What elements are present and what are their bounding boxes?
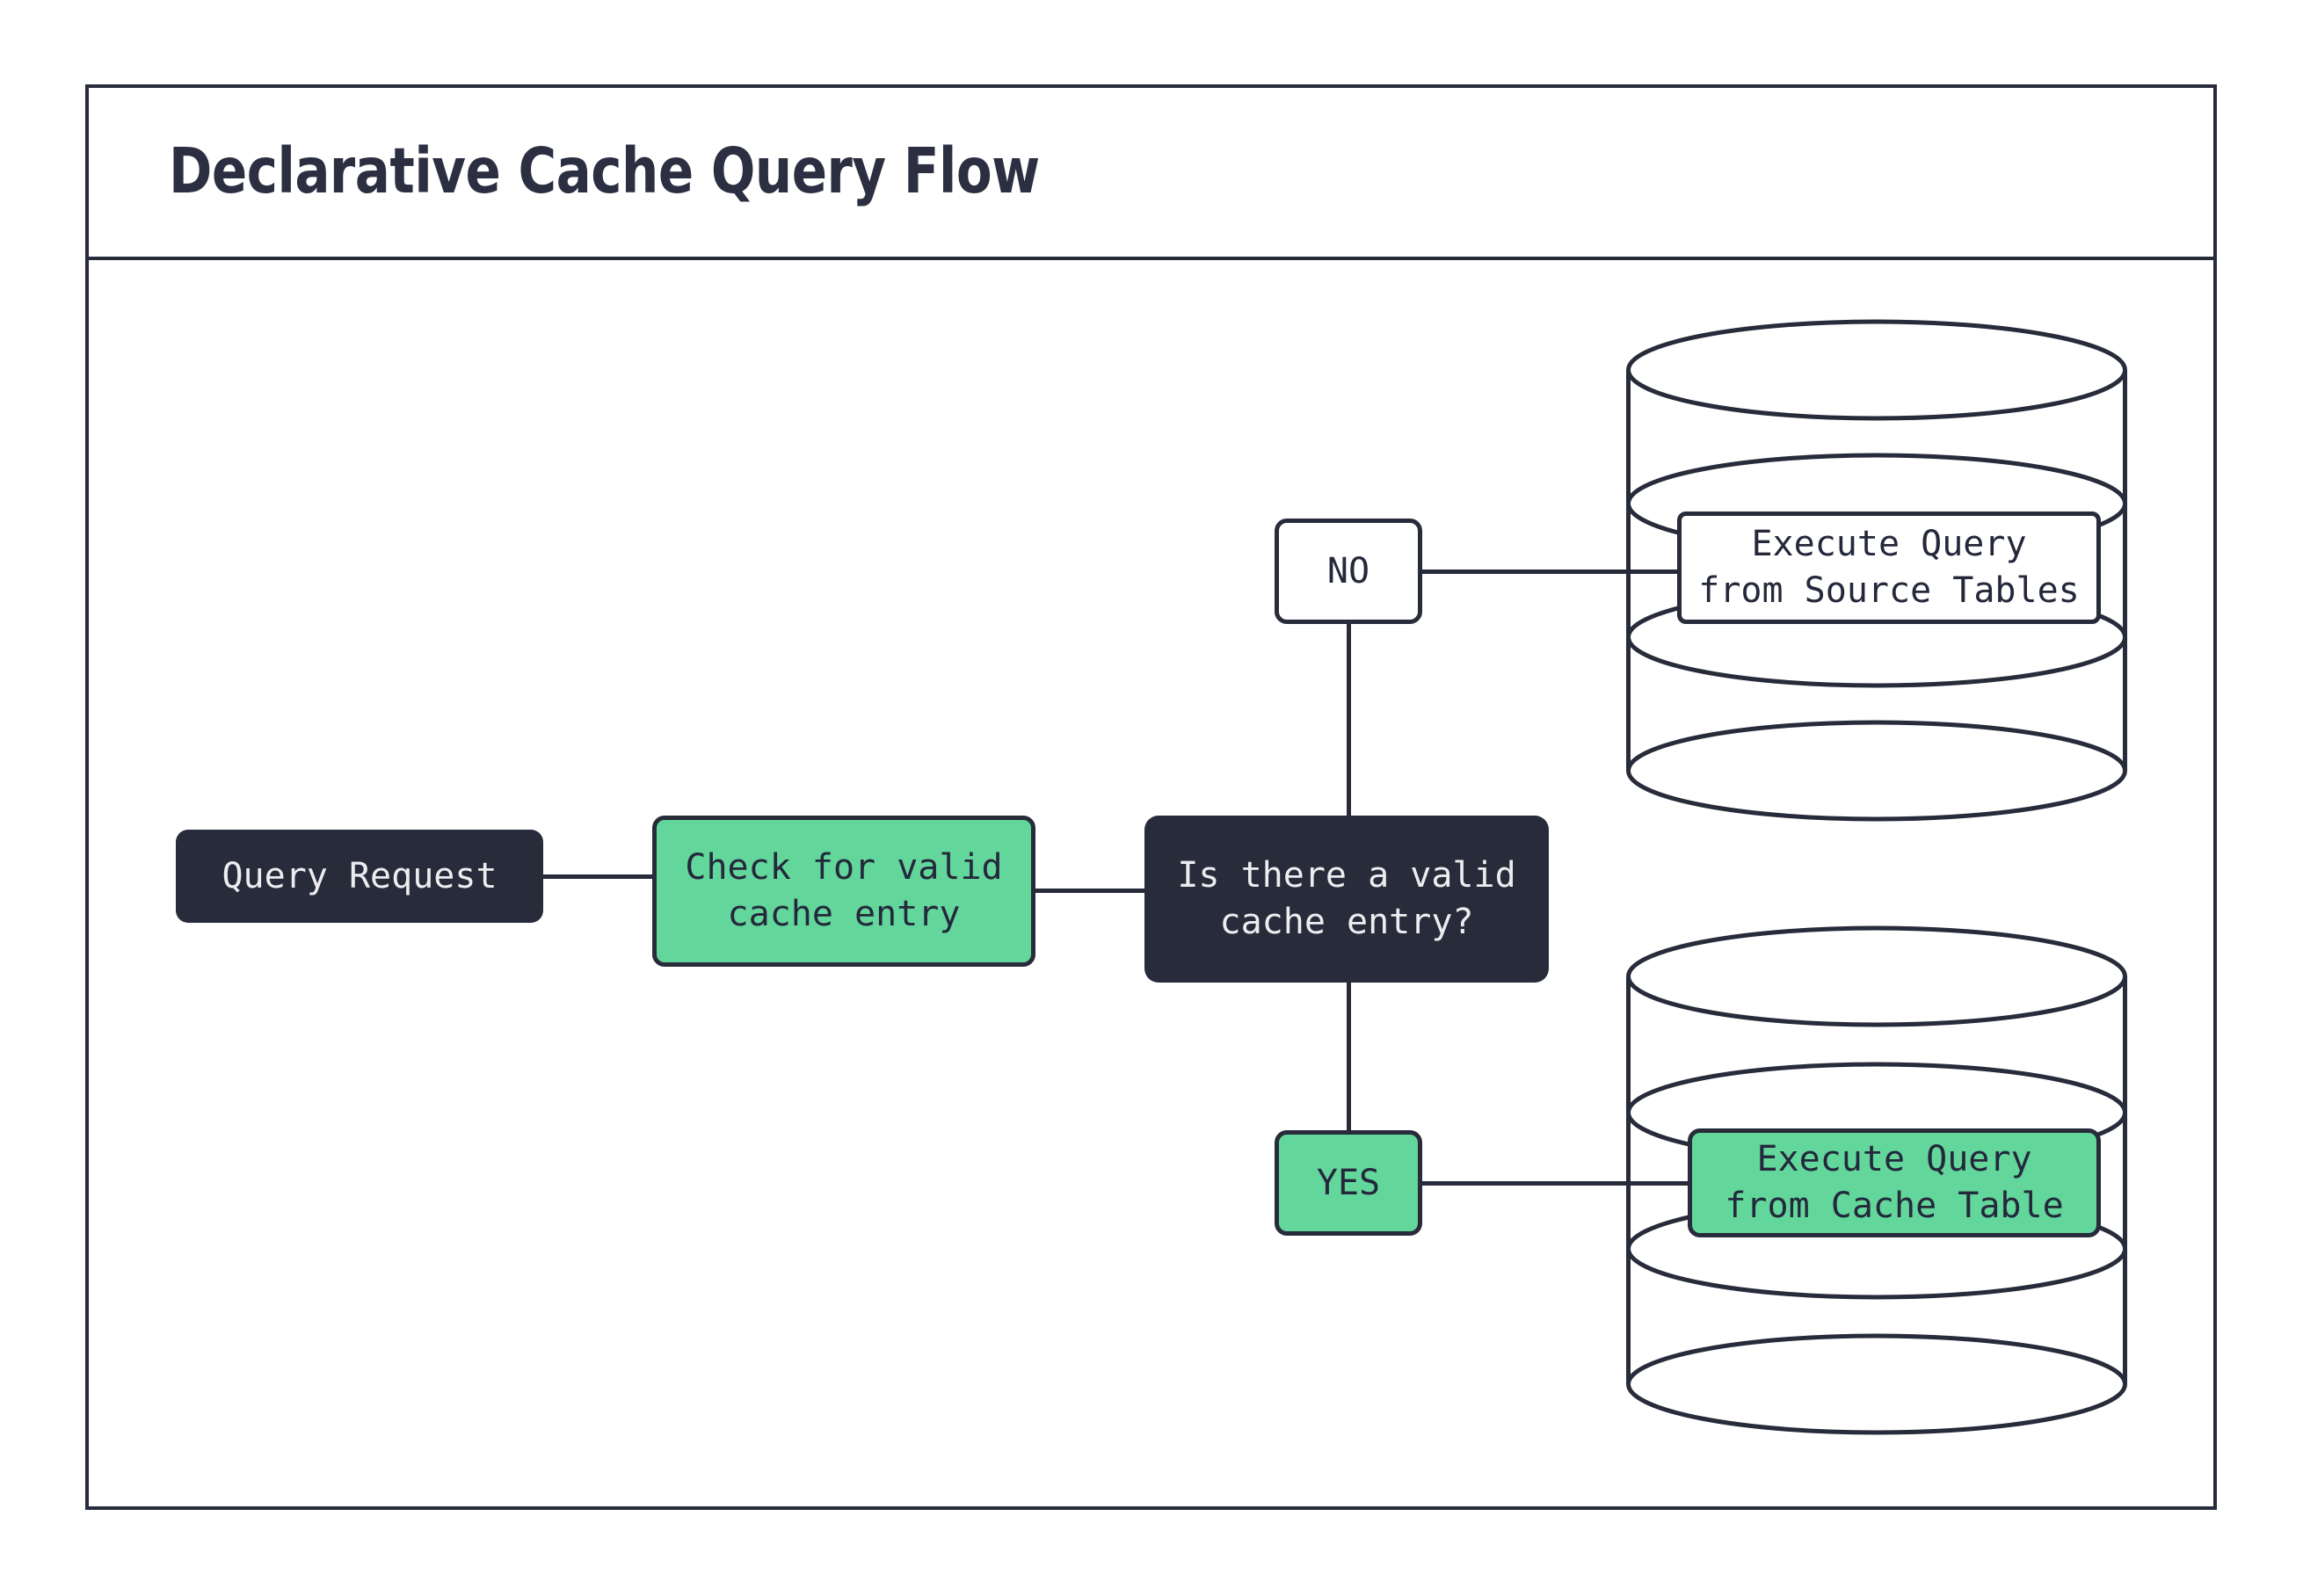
- branch-label-yes[interactable]: YES: [1275, 1130, 1422, 1236]
- node-check-for-valid-cache-entry[interactable]: Check for valid cache entry: [652, 816, 1035, 967]
- node-decision-valid-cache-entry[interactable]: Is there a valid cache entry?: [1144, 816, 1549, 983]
- connector-decision-to-yes: [1347, 979, 1351, 1134]
- connector-yes-to-cache-db: [1419, 1181, 1693, 1186]
- connector-no-to-source-db: [1419, 569, 1682, 574]
- database-cylinder-cache-table: [1626, 925, 2127, 1435]
- connector-request-to-check: [543, 874, 656, 879]
- database-cylinder-source-tables: [1626, 319, 2127, 822]
- page-title: Declarative Cache Query Flow: [169, 134, 1040, 207]
- execute-query-cache-table-label[interactable]: Execute Query from Cache Table: [1688, 1128, 2101, 1237]
- connector-check-to-decision: [1034, 889, 1148, 893]
- diagram-title-bar: Declarative Cache Query Flow: [85, 84, 2217, 260]
- execute-query-source-tables-label[interactable]: Execute Query from Source Tables: [1677, 511, 2101, 624]
- branch-label-no[interactable]: NO: [1275, 519, 1422, 624]
- node-query-request[interactable]: Query Request: [176, 830, 543, 923]
- connector-decision-to-no: [1347, 620, 1351, 819]
